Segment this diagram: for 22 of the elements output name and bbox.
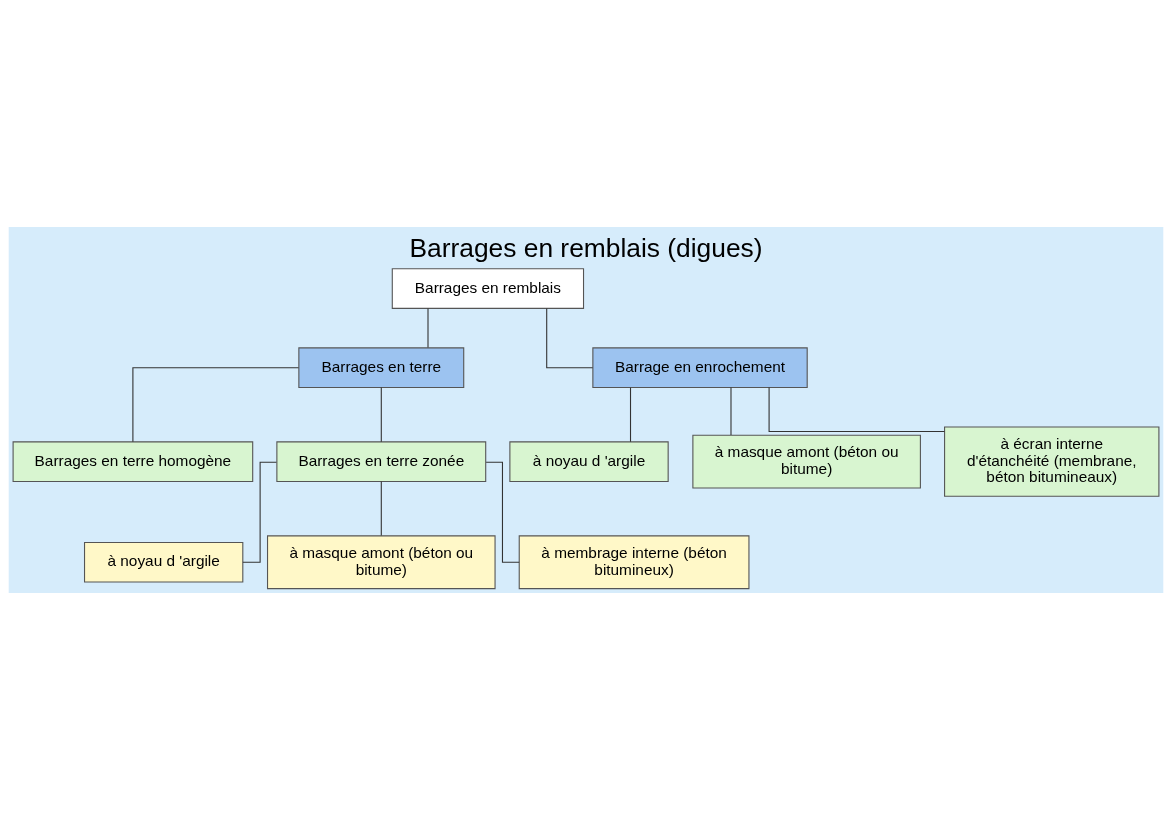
node-box: Barrages en terre homogène [12,440,254,482]
connector [380,480,382,536]
node-box: à noyau d 'argile [84,541,244,583]
node-box: à masque amont (béton ou bitume) [267,534,496,589]
node-box: Barrages en remblais [391,267,585,309]
connector [132,366,300,442]
connector [546,307,594,368]
connector [380,386,382,442]
node-box: Barrage en enrochement [592,346,808,388]
diagram-title: Barrages en remblais (digues) [409,232,763,263]
connector [485,461,520,563]
connector [730,386,732,436]
node-box: Barrages en terre [298,346,465,388]
connector [629,386,632,442]
node-box: à masque amont (béton ou bitume) [692,434,921,489]
node-box: à écran interne d'étanchéité (membrane, béton bitumineaux) [944,426,1160,497]
connector [242,461,277,563]
connector [427,307,429,348]
connector [768,386,946,432]
node-box: à membrage interne (béton bitumineux) [518,534,750,589]
node-box: à noyau d 'argile [509,440,669,482]
node-box: Barrages en terre zonée [276,440,487,482]
